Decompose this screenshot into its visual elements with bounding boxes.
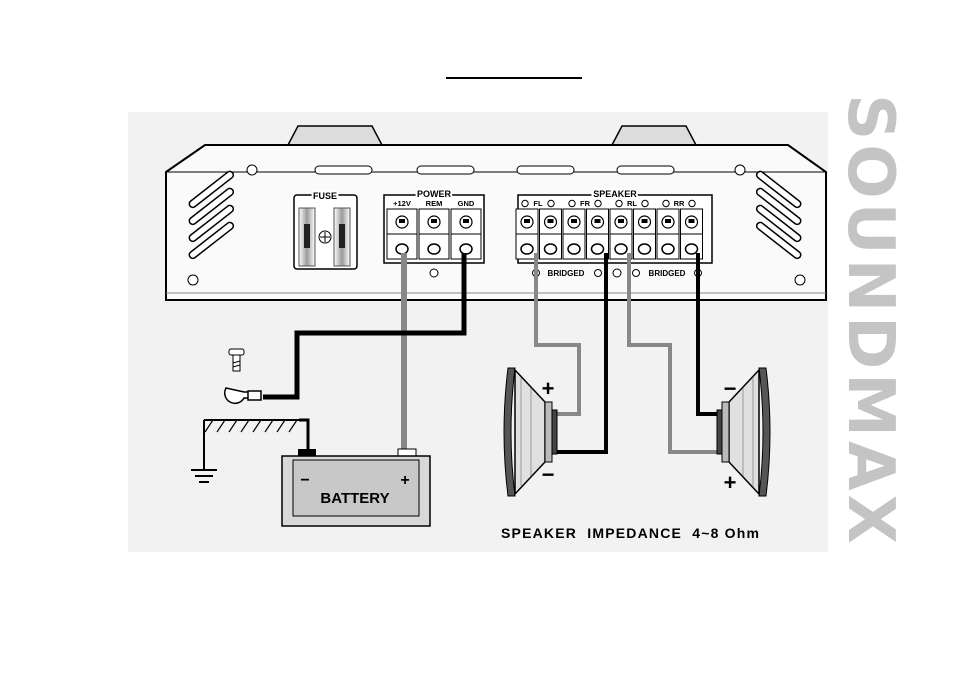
- terminal-cell: [562, 208, 586, 260]
- terminal-socket: [520, 243, 534, 255]
- terminal-socket: [661, 243, 675, 255]
- terminal-socket: [590, 243, 605, 255]
- wire-chassis-to-battery: [299, 418, 310, 452]
- power-label: POWER: [417, 189, 452, 199]
- terminal-socket: [637, 243, 652, 255]
- speaker-right-bottom-polarity: +: [724, 470, 737, 495]
- title-underline: [446, 77, 582, 79]
- wire-bridged-plus-left: [534, 253, 581, 416]
- wire-ground: [263, 253, 467, 400]
- chassis-ground-icon: [191, 419, 300, 483]
- battery: − + BATTERY: [281, 448, 431, 527]
- minus-icon: [641, 199, 649, 208]
- power-ground-screw: [429, 268, 439, 278]
- terminal-cell: [418, 208, 450, 260]
- speaker-left: + −: [503, 367, 558, 497]
- ring-terminal-icon: [223, 387, 262, 404]
- terminal-cell: [539, 208, 562, 260]
- terminal-cell: [515, 208, 539, 260]
- plus-icon: [568, 199, 576, 208]
- minus-icon: [594, 199, 602, 208]
- terminal-cell: [609, 208, 633, 260]
- battery-negative-sign: −: [300, 472, 309, 489]
- bridged-plus-icon: [632, 269, 640, 277]
- speaker-right: − +: [716, 367, 771, 497]
- terminal-label-rem: REM: [426, 199, 443, 208]
- minus-icon: [688, 199, 696, 208]
- channel-label-fl: FL: [533, 199, 543, 208]
- battery-positive-sign: +: [400, 472, 409, 489]
- plus-icon: [662, 199, 670, 208]
- amplifier: FUSE POWER +12V REM GND SPEAKER FL FR RL RR…: [165, 125, 827, 301]
- terminal-socket: [395, 243, 409, 255]
- terminal-cell: [450, 208, 482, 260]
- amp-vents-left: [188, 170, 235, 260]
- amp-screw-hole: [734, 164, 746, 176]
- channel-label-fr: FR: [580, 199, 591, 208]
- terminal-socket: [684, 243, 699, 255]
- impedance-note: SPEAKER IMPEDANCE 4~8 Ohm: [501, 525, 760, 541]
- wire-bridged-plus-right: [627, 253, 730, 454]
- speaker-terminal-block: SPEAKER FL FR RL RR BRIDGED BRIDGED: [515, 187, 713, 278]
- screw-icon: [228, 348, 245, 372]
- amp-screw-hole: [187, 274, 199, 286]
- terminal-socket: [459, 243, 473, 255]
- wire-bridged-minus-left: [548, 253, 608, 454]
- terminal-cell: [386, 208, 418, 260]
- terminal-label-12v: +12V: [393, 199, 411, 208]
- plus-icon: [615, 199, 623, 208]
- battery-label: BATTERY: [320, 490, 389, 507]
- speaker-left-bottom-polarity: −: [542, 462, 555, 487]
- amp-body: [165, 144, 827, 301]
- fuse-block: FUSE: [293, 189, 358, 270]
- amp-vents-right: [755, 170, 802, 260]
- bridged-label-right: BRIDGED: [649, 269, 686, 278]
- terminal-cell: [586, 208, 609, 260]
- plus-icon: [521, 199, 529, 208]
- terminal-cell: [656, 208, 680, 260]
- terminal-socket: [543, 243, 558, 255]
- terminal-cell: [633, 208, 656, 260]
- amp-handle-right: [610, 125, 698, 146]
- speaker-left-top-polarity: +: [542, 376, 555, 401]
- terminal-socket: [614, 243, 628, 255]
- bridged-minus-icon: [594, 269, 602, 277]
- fuse-label: FUSE: [313, 191, 337, 201]
- amp-screw-hole: [794, 274, 806, 286]
- terminal-label-gnd: GND: [458, 199, 475, 208]
- channel-label-rl: RL: [627, 199, 637, 208]
- minus-icon: [547, 199, 555, 208]
- terminal-socket: [567, 243, 581, 255]
- channel-label-rr: RR: [674, 199, 685, 208]
- power-terminal-block: POWER +12V REM GND: [383, 187, 485, 278]
- speaker-ground-screw: [612, 268, 622, 278]
- speaker-label: SPEAKER: [593, 189, 637, 199]
- amp-handle-left: [286, 125, 384, 146]
- terminal-cell: [680, 208, 703, 260]
- speaker-right-top-polarity: −: [724, 376, 737, 401]
- terminal-socket: [427, 243, 441, 255]
- bridged-label-left: BRIDGED: [548, 269, 585, 278]
- amp-screw-hole: [246, 164, 258, 176]
